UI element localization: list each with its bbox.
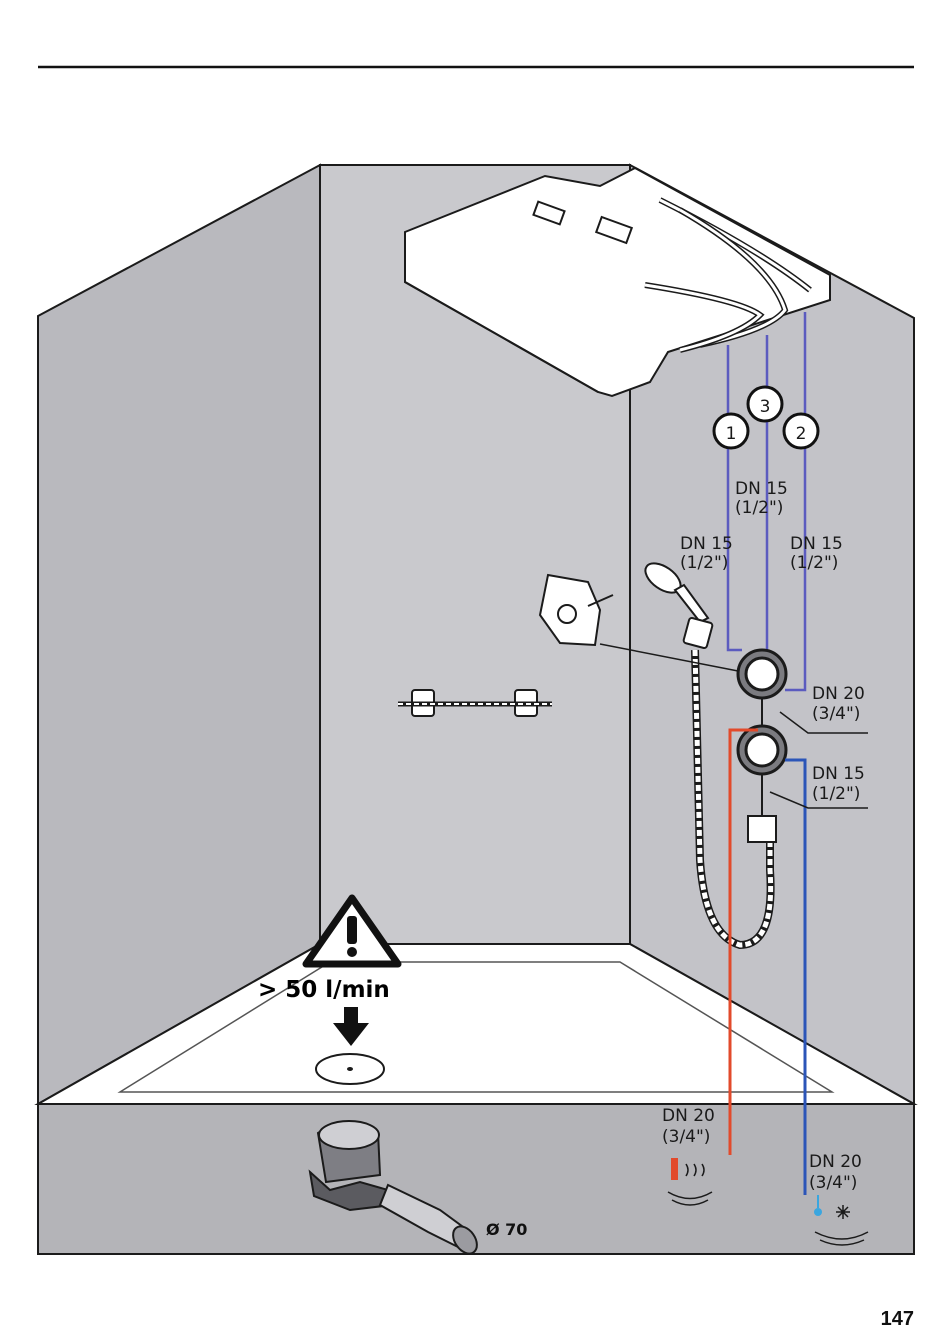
dn20-hot-size: DN 20 <box>662 1106 715 1126</box>
circle-3-label: 3 <box>760 397 771 417</box>
wall-outlet <box>748 816 776 842</box>
flow-rate-label: > 50 l/min <box>258 977 390 1003</box>
shower-enclosure <box>38 165 914 1254</box>
dn20-cold-inch: (3/4") <box>809 1173 857 1193</box>
dn20-upper-inch: (3/4") <box>812 704 860 724</box>
dn15-middle-inch: (1/2") <box>735 498 783 518</box>
circle-1-label: 1 <box>726 424 737 444</box>
dn15-right-inch: (1/2") <box>790 553 838 573</box>
dn15-left-inch: (1/2") <box>680 553 728 573</box>
dn15-middle-size: DN 15 <box>735 479 788 499</box>
page-number: 147 <box>881 1308 914 1331</box>
drain-cover <box>316 1054 384 1084</box>
drain-diameter-label: Ø 70 <box>486 1220 527 1239</box>
dn20-upper-size: DN 20 <box>812 684 865 704</box>
dn20-hot-inch: (3/4") <box>662 1127 710 1147</box>
dn15-lower-size: DN 15 <box>812 764 865 784</box>
dn20-cold-size: DN 20 <box>809 1152 862 1172</box>
dn15-lower-inch: (1/2") <box>812 784 860 804</box>
floor-band <box>38 1104 914 1254</box>
dn15-left-size: DN 15 <box>680 534 733 554</box>
left-wall <box>38 165 320 1104</box>
dn15-right-size: DN 15 <box>790 534 843 554</box>
circle-2-label: 2 <box>796 424 807 444</box>
